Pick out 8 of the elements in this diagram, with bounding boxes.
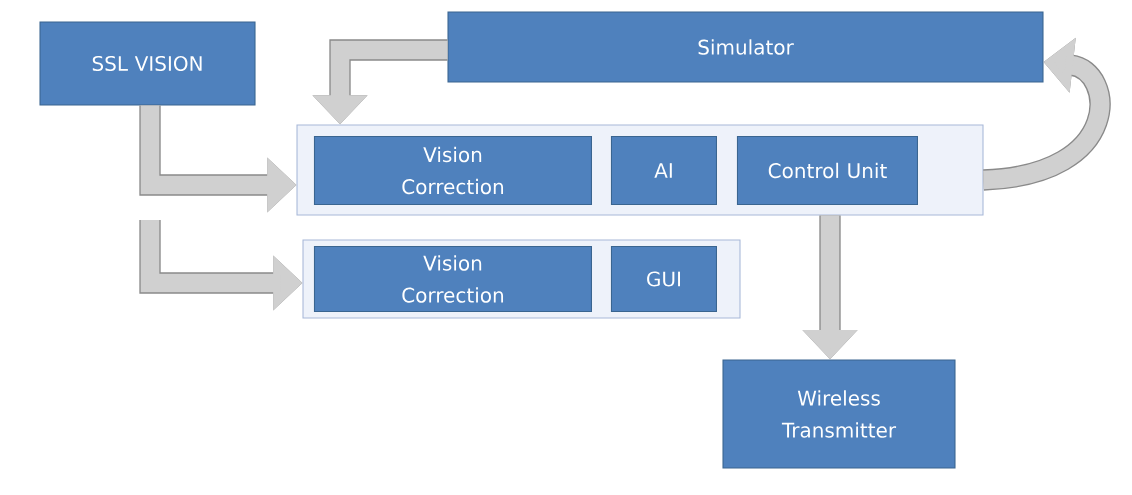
process-box: SSL VISION: [39, 21, 256, 106]
process-box: Simulator: [447, 11, 1044, 83]
process-box: Control Unit: [736, 135, 918, 205]
process-box: Vision Correction: [313, 135, 592, 205]
process-box: AI: [610, 135, 717, 205]
process-box: Wireless Transmitter: [722, 359, 956, 469]
process-box: Vision Correction: [313, 245, 592, 312]
process-box: GUI: [610, 245, 717, 312]
